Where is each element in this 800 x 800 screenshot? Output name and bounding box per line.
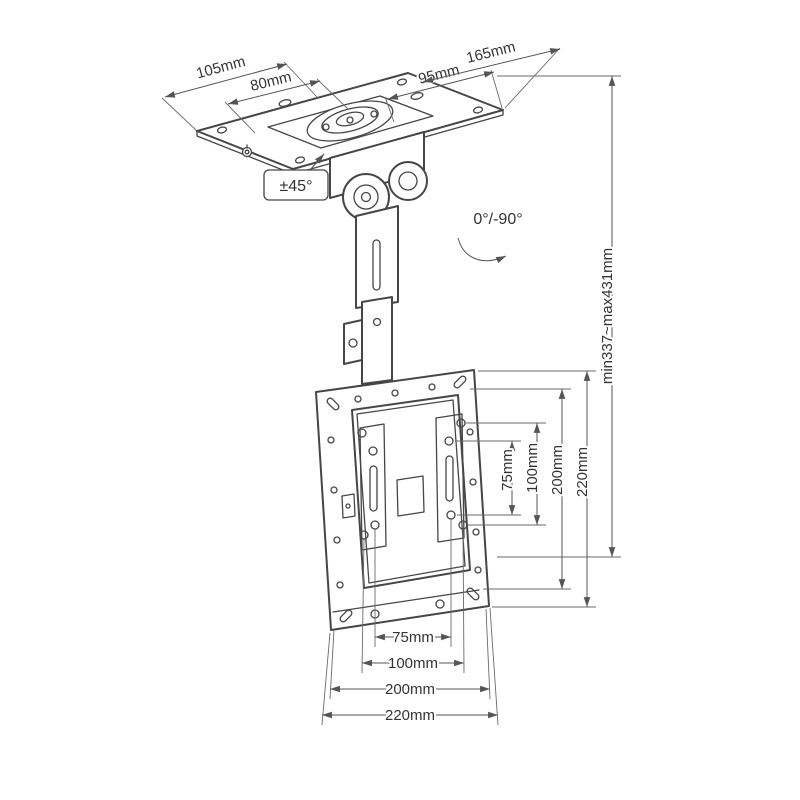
arm-slot bbox=[372, 239, 381, 291]
vesa-fold-line bbox=[332, 589, 480, 613]
dim-label-bottom-100: 100mm bbox=[388, 655, 438, 672]
hub-bolt-left bbox=[322, 123, 330, 131]
dim-label-bottom-220: 220mm bbox=[385, 707, 435, 724]
dim-label-105: 105mm bbox=[194, 53, 247, 82]
vesa-inner-plate-inline bbox=[356, 399, 466, 584]
side-dimensions: 75mm 100mm 200mm 220mm min337~max431mm bbox=[455, 75, 621, 608]
ext-line bbox=[361, 538, 365, 674]
ext-line bbox=[224, 101, 256, 134]
ext-line bbox=[321, 632, 331, 726]
tilt-angle-label: 0°/-90° bbox=[473, 211, 522, 228]
vesa-inner-plate bbox=[351, 394, 471, 589]
hole-column-right bbox=[435, 413, 465, 543]
corner-slot-tr bbox=[453, 375, 467, 389]
hub-bolt-right bbox=[370, 110, 378, 118]
swivel-label-box bbox=[263, 169, 329, 201]
vesa-plate bbox=[315, 369, 490, 631]
height-range-label: min337~max431mm bbox=[599, 248, 616, 384]
ext-line bbox=[485, 608, 491, 700]
side-clip bbox=[341, 493, 356, 519]
corner-slot-bl bbox=[339, 609, 353, 623]
angle-annotations: ±45° 0°/-90° bbox=[263, 153, 525, 264]
ext-line bbox=[384, 96, 395, 123]
hole-column-left bbox=[359, 423, 387, 551]
hub-center-bolt bbox=[346, 116, 354, 124]
vesa-border-holes bbox=[327, 383, 482, 619]
hub-inner-ring bbox=[335, 111, 365, 127]
arm-bolt bbox=[372, 317, 382, 327]
ext-line bbox=[316, 78, 349, 110]
hinge-knuckle-front-inner bbox=[353, 184, 379, 210]
hinge-assembly bbox=[329, 131, 428, 221]
dim-label-side-200: 200mm bbox=[549, 445, 566, 495]
dim-line-165 bbox=[422, 48, 561, 83]
hinge-knuckle-rear bbox=[388, 161, 428, 201]
center-hook-hole bbox=[396, 475, 425, 517]
edge-screw bbox=[241, 144, 253, 158]
arm-upper bbox=[355, 205, 399, 309]
ext-line bbox=[161, 97, 198, 132]
plate-hole-left bbox=[216, 126, 228, 134]
dim-label-side-100: 100mm bbox=[524, 443, 541, 493]
dim-label-side-75: 75mm bbox=[499, 449, 516, 491]
dim-line-80 bbox=[227, 80, 321, 105]
arm-side-bracket bbox=[343, 319, 363, 365]
bottom-dimensions: 75mm 100mm 200mm 220mm bbox=[321, 519, 499, 726]
ext-line bbox=[462, 528, 465, 674]
dim-line-105 bbox=[164, 63, 288, 98]
arm-side-bracket-hole bbox=[348, 338, 358, 348]
plate-hole-bottom bbox=[294, 156, 306, 164]
arm-lower bbox=[361, 296, 393, 385]
column-slot-left bbox=[369, 465, 378, 512]
hinge-knuckle-rear-inner bbox=[398, 171, 418, 191]
hinge-axle bbox=[360, 191, 372, 203]
dim-label-side-220: 220mm bbox=[574, 447, 591, 497]
hub-mid-ring bbox=[321, 106, 379, 134]
corner-slot-tl bbox=[326, 397, 340, 411]
ext-line bbox=[489, 607, 499, 726]
dim-label-bottom-75: 75mm bbox=[392, 629, 434, 646]
plate-hole-right bbox=[472, 106, 484, 114]
dim-label-bottom-200: 200mm bbox=[385, 681, 435, 698]
corner-slot-br bbox=[466, 587, 480, 601]
swivel-angle-label: ±45° bbox=[280, 178, 313, 195]
dim-label-165: 165mm bbox=[465, 38, 518, 67]
support-arm bbox=[343, 205, 399, 385]
column-slot-right bbox=[445, 455, 454, 502]
swivel-leader-arrow bbox=[309, 153, 325, 171]
hub-outer-ring bbox=[306, 100, 394, 142]
ext-line bbox=[504, 47, 561, 109]
tilt-arc-arrow bbox=[457, 237, 507, 264]
